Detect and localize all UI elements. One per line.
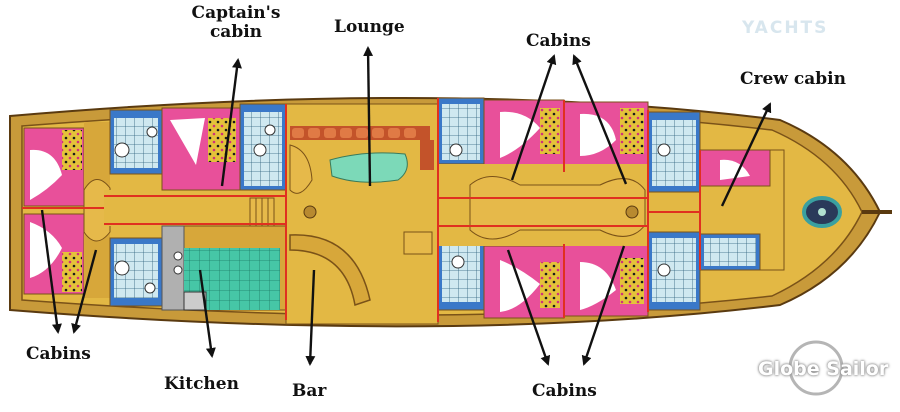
globe-sailor-logo-icon (788, 340, 844, 396)
label-bar: Bar (292, 381, 327, 401)
arrow-cabins-left-2 (71, 249, 98, 334)
arrow-cabins-left-1 (40, 209, 62, 334)
label-captain-cabin: Captain's cabin (191, 3, 281, 42)
arrow-crew-cabin (720, 102, 772, 207)
label-cabins-left: Cabins (26, 344, 91, 364)
watermark-globe-sailor: Globe Sailor (758, 358, 889, 380)
watermark-yachts: YACHTS (742, 18, 829, 38)
label-crew-cabin: Crew cabin (740, 69, 846, 89)
label-cabins-top: Cabins (526, 31, 591, 51)
label-kitchen: Kitchen (164, 374, 239, 394)
arrow-cabins-top-2 (572, 54, 628, 185)
arrow-bar (305, 269, 316, 366)
arrow-kitchen (198, 269, 216, 358)
label-cabins-bottom: Cabins (532, 381, 597, 401)
interior-walls (22, 98, 701, 322)
arrow-cabins-bottom-1 (506, 249, 551, 366)
arrow-captain-cabin (220, 58, 242, 187)
bar-counter (289, 234, 371, 306)
arrow-lounge (363, 46, 374, 187)
arrow-cabins-top-1 (510, 54, 557, 181)
callout-arrows (40, 46, 772, 366)
label-lounge: Lounge (334, 17, 405, 37)
lounge-seating (290, 126, 434, 170)
arrow-cabins-bottom-2 (581, 245, 626, 366)
